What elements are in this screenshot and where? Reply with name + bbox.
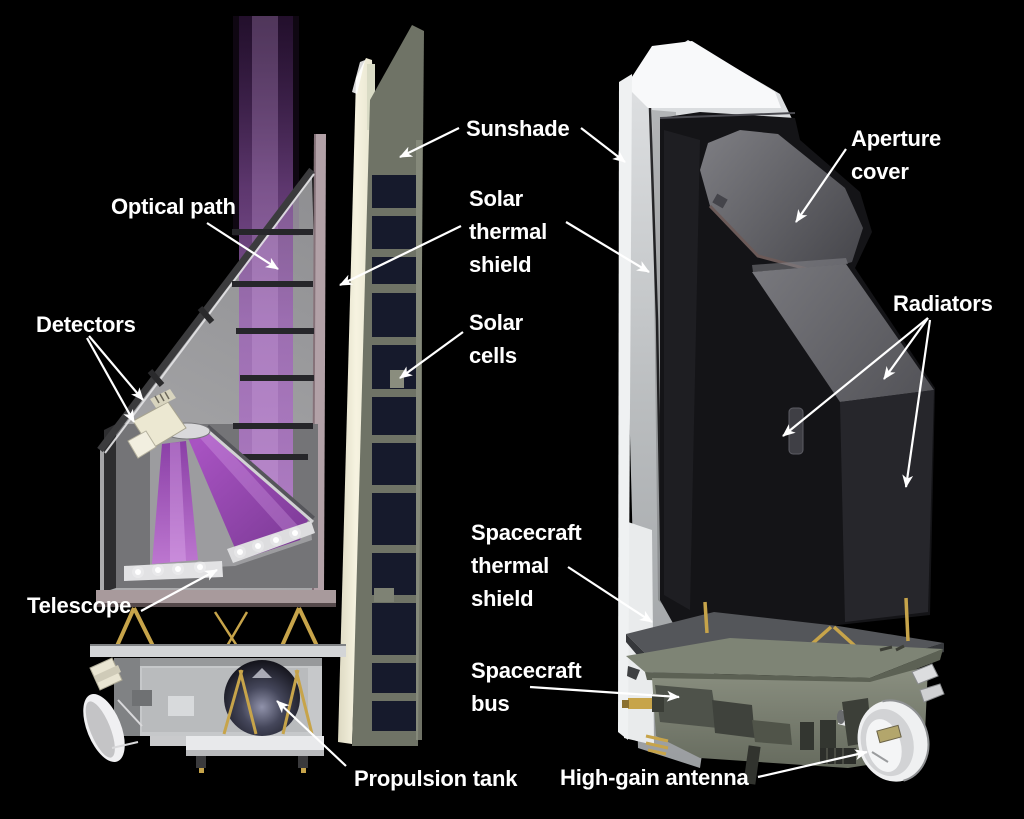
bus-pins (645, 734, 669, 756)
label-radiators: Radiators (893, 291, 993, 316)
deck-lip (645, 649, 943, 686)
arrow-telescope (140, 569, 218, 612)
arrow-detectors-2 (86, 337, 135, 423)
radiator-gap-glint (752, 258, 848, 272)
arrow-spacecraft-bus (529, 685, 680, 702)
support-struts (115, 607, 319, 647)
external-view-illustration (618, 40, 945, 785)
bus-deck (626, 638, 943, 678)
sunshade-top-cap (626, 41, 781, 108)
beam-core (252, 16, 278, 492)
arrow-spacecraft-thermal-shield (567, 566, 653, 623)
label-telescope: Telescope (27, 593, 132, 618)
ivory-sunshade-panel (338, 58, 374, 744)
cavity-left-wall (104, 424, 116, 592)
bus-rail (90, 645, 346, 657)
label-sunshade: Sunshade (466, 116, 570, 141)
high-gain-antenna-left (83, 657, 152, 762)
label-solar-cells: Solar cells (469, 310, 524, 368)
antenna-bracket (132, 690, 152, 706)
arrow-radiators-3 (902, 319, 932, 488)
arrow-aperture-cover (795, 148, 847, 223)
telescope-assembly (124, 389, 315, 581)
label-propulsion-tank: Propulsion tank (354, 766, 518, 791)
label-solar-thermal-shield: Solar thermal shield (469, 186, 548, 277)
wedge-bracket (627, 666, 640, 680)
label-optical-path: Optical path (111, 194, 236, 219)
tank-struts (222, 669, 314, 735)
shade-edge-light (104, 173, 315, 454)
arrow-propulsion-tank (276, 700, 347, 767)
baffle-vanes (200, 229, 314, 460)
housing-rim (206, 428, 314, 524)
arrow-detectors-1 (88, 335, 144, 401)
label-aperture-cover: Aperture cover (851, 126, 942, 184)
housing-rim-shadow (205, 424, 315, 522)
shade-tab (367, 64, 375, 130)
solar-frame-edge (416, 140, 422, 740)
thruster (911, 663, 939, 685)
baseplate-shadow (96, 603, 336, 607)
detector-assembly (127, 389, 187, 459)
high-gain-antenna-right (842, 698, 930, 782)
mirror-glints (234, 527, 301, 558)
cone-highlight (200, 432, 300, 538)
payload-handle (788, 407, 804, 455)
label-spacecraft-bus: Spacecraft bus (471, 658, 582, 716)
payload-left-face (664, 130, 700, 610)
arrow-solar-cells (399, 331, 464, 379)
arrow-solar-thermal-shield-left (339, 225, 462, 286)
label-detectors: Detectors (36, 312, 136, 337)
optical-cone (152, 441, 198, 564)
shade-bracket (197, 306, 215, 324)
cutaway-view-illustration (83, 16, 424, 773)
shade-edge-dark (97, 167, 315, 453)
label-high-gain-antenna: High-gain antenna (560, 765, 749, 790)
optical-cone (188, 430, 308, 560)
shade-highlight (352, 60, 365, 94)
solar-cell-connector (374, 588, 394, 602)
solar-cells-stack (372, 175, 416, 731)
detector-box (127, 430, 157, 459)
arrow-optical-path (206, 222, 279, 270)
tank-highlight (252, 668, 272, 678)
arrow-high-gain-antenna (757, 749, 868, 779)
radiator-side-panel (840, 390, 934, 622)
bus-leg (743, 745, 761, 785)
arrow-radiators-1 (782, 317, 929, 437)
cover-latch (712, 193, 728, 209)
arrow-sunshade-right (580, 127, 626, 163)
callout-arrows (86, 127, 932, 779)
arrow-sunshade-left (399, 127, 460, 158)
bus-gold-fitting (628, 698, 654, 709)
shade-bracket (147, 369, 165, 387)
solar-cell-connector (390, 370, 404, 388)
cone-highlight (170, 442, 186, 562)
wedge-leading-edge (618, 74, 632, 740)
thruster (919, 683, 945, 703)
antenna-feed (876, 724, 902, 744)
label-spacecraft-thermal-shield: Spacecraft thermal shield (471, 520, 582, 611)
arrow-solar-thermal-shield-right (565, 221, 650, 273)
arrow-radiators-2 (883, 317, 929, 380)
mirror-glints (132, 561, 206, 578)
